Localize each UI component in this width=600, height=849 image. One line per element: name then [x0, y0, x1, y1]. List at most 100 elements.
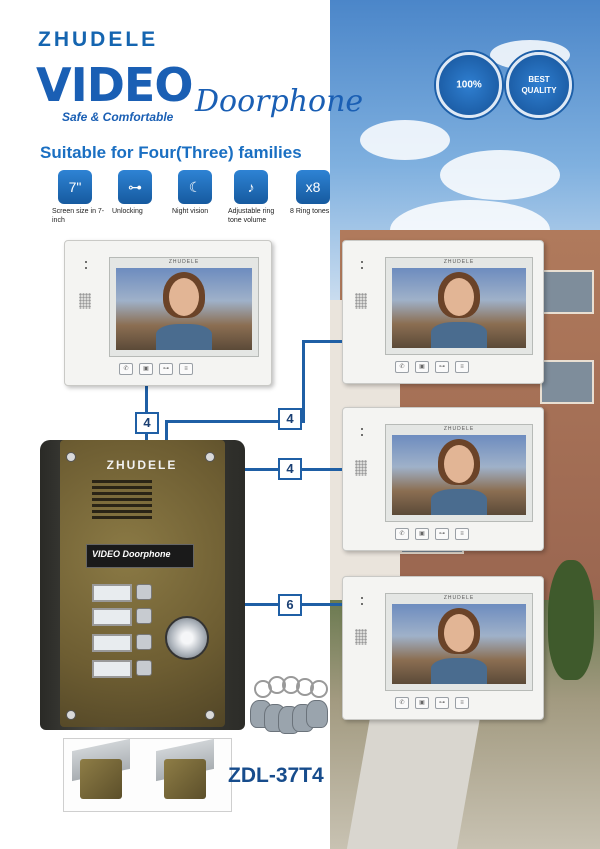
screw	[205, 452, 215, 462]
feature-unlocking: ⊶ Unlocking	[112, 170, 168, 216]
wire-count-badge: 4	[278, 458, 302, 480]
ring-volume-icon: ♪	[234, 170, 268, 204]
talk-button[interactable]: ✆	[395, 361, 409, 373]
menu-button[interactable]: ≡	[455, 697, 469, 709]
feature-label: Adjustable ring tone volume	[228, 208, 275, 224]
monitor-buttons: ✆ ▣ ⊶ ≡	[395, 528, 469, 540]
talk-button[interactable]: ✆	[119, 363, 133, 375]
monitor-screen-frame: ZHUDELE	[385, 593, 533, 691]
menu-button[interactable]: ≡	[455, 528, 469, 540]
monitor-button[interactable]: ▣	[139, 363, 153, 375]
feature-label: Unlocking	[112, 208, 143, 215]
indicator-dot	[361, 434, 363, 436]
visitor-face	[444, 614, 474, 652]
feature-screen-size: 7" Screen size in 7-inch	[52, 170, 108, 225]
cloud	[440, 150, 560, 200]
indicator-dot	[85, 261, 87, 263]
screw	[66, 452, 76, 462]
house-window	[540, 270, 594, 314]
headline: Suitable for Four(Three) families	[40, 143, 302, 162]
screw	[205, 710, 215, 720]
talk-button[interactable]: ✆	[395, 697, 409, 709]
indicator-dot	[361, 428, 363, 430]
feature-ring-tones: x8 8 Ring tones	[290, 170, 346, 216]
wire-count-badge: 4	[135, 412, 159, 434]
name-plate	[92, 584, 132, 602]
call-button[interactable]	[136, 634, 152, 650]
keyfob-ring	[310, 680, 328, 698]
logo-video: VIDEO	[36, 58, 193, 112]
indoor-monitor: ZHUDELE ✆ ▣ ⊶ ≡	[342, 407, 544, 551]
name-plate	[92, 634, 132, 652]
feature-label: 8 Ring tones	[290, 208, 330, 215]
indicator-dot	[361, 597, 363, 599]
screw	[66, 710, 76, 720]
monitor-brand: ZHUDELE	[443, 259, 475, 265]
tree	[548, 560, 594, 680]
monitor-buttons: ✆ ▣ ⊶ ≡	[395, 697, 469, 709]
feature-night-vision: ☾ Night vision	[172, 170, 228, 216]
mini-panel	[164, 759, 206, 799]
menu-button[interactable]: ≡	[455, 361, 469, 373]
wire	[302, 340, 344, 343]
panel-label: VIDEO Doorphone	[92, 549, 171, 559]
speaker-grille	[355, 629, 367, 645]
monitor-screen-frame: ZHUDELE	[109, 257, 259, 357]
unlock-button[interactable]: ⊶	[159, 363, 173, 375]
unlock-button[interactable]: ⊶	[435, 528, 449, 540]
monitor-brand: ZHUDELE	[443, 595, 475, 601]
speaker-grille	[92, 480, 152, 520]
cloud	[360, 120, 450, 160]
best-quality-seal: BEST QUALITY	[506, 52, 572, 118]
menu-button[interactable]: ≡	[179, 363, 193, 375]
monitor-brand: ZHUDELE	[168, 259, 200, 265]
indicator-dot	[85, 267, 87, 269]
visitor-body	[431, 489, 487, 515]
rfid-keyfob	[306, 700, 328, 728]
indoor-monitor: ZHUDELE ✆ ▣ ⊶ ≡	[342, 576, 544, 720]
logo-tagline: Safe & Comfortable	[62, 110, 174, 124]
monitor-button[interactable]: ▣	[415, 361, 429, 373]
call-button[interactable]	[136, 584, 152, 600]
camera-lens	[165, 616, 209, 660]
monitor-button[interactable]: ▣	[415, 528, 429, 540]
speaker-grille	[355, 460, 367, 476]
visitor-body	[156, 324, 212, 350]
unlock-button[interactable]: ⊶	[435, 697, 449, 709]
night-vision-icon: ☾	[178, 170, 212, 204]
money-back-seal: 100%	[436, 52, 502, 118]
seal-text: 100%	[456, 79, 482, 91]
feature-ring-volume: ♪ Adjustable ring tone volume	[228, 170, 288, 225]
name-plate	[92, 660, 132, 678]
name-plate	[92, 608, 132, 626]
screen-size-icon: 7"	[58, 170, 92, 204]
video-screen	[392, 435, 526, 515]
visitor-face	[169, 278, 199, 316]
brand-name: ZHUDELE	[38, 28, 159, 51]
video-screen	[392, 604, 526, 684]
model-number: ZDL-37T4	[228, 764, 324, 787]
house-window	[540, 360, 594, 404]
call-button[interactable]	[136, 660, 152, 676]
monitor-brand: ZHUDELE	[443, 426, 475, 432]
call-button[interactable]	[136, 608, 152, 624]
unlock-button[interactable]: ⊶	[435, 361, 449, 373]
wire-count-badge: 6	[278, 594, 302, 616]
monitor-buttons: ✆ ▣ ⊶ ≡	[119, 363, 193, 375]
wire	[165, 420, 305, 423]
monitor-button[interactable]: ▣	[415, 697, 429, 709]
mini-panel	[80, 759, 122, 799]
speaker-grille	[355, 293, 367, 309]
panel-label-bar	[86, 544, 194, 568]
talk-button[interactable]: ✆	[395, 528, 409, 540]
monitor-screen-frame: ZHUDELE	[385, 424, 533, 522]
monitor-screen-frame: ZHUDELE	[385, 257, 533, 355]
visitor-face	[444, 445, 474, 483]
indoor-monitor: ZHUDELE ✆ ▣ ⊶ ≡	[64, 240, 272, 386]
feature-label: Night vision	[172, 208, 209, 215]
seal-text: BEST QUALITY	[521, 75, 557, 95]
visitor-body	[431, 322, 487, 348]
unlock-icon: ⊶	[118, 170, 152, 204]
ring-tones-icon: x8	[296, 170, 330, 204]
panel-brand: ZHUDELE	[106, 458, 178, 472]
